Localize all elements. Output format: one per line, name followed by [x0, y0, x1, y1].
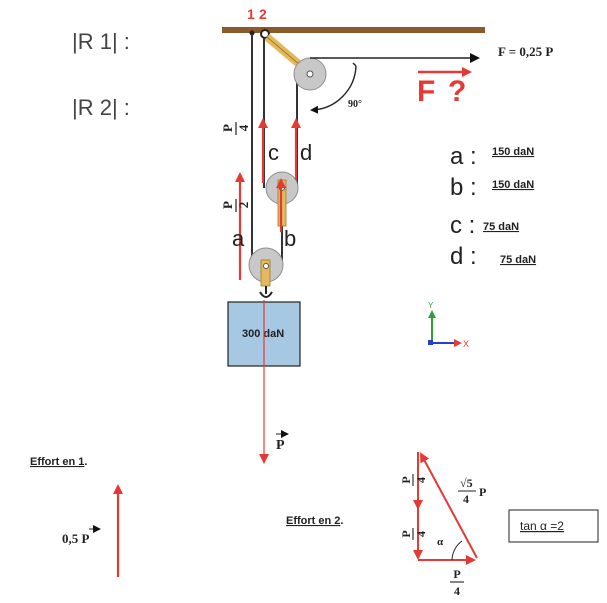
segment-letter-d: d :: [450, 243, 477, 270]
segment-letter-a: a :: [450, 143, 477, 170]
attach-label-2: 2: [259, 6, 267, 22]
top-pulley-axle: [306, 70, 314, 78]
axis-x-label: X: [463, 339, 469, 349]
svg-text:P: P: [220, 124, 235, 132]
axis-z-origin: [428, 340, 433, 345]
svg-text:P: P: [453, 567, 460, 581]
fraction-p-over-2: P 2: [220, 199, 251, 212]
angle-arc: [310, 65, 357, 114]
angle-label: 90°: [348, 99, 362, 110]
svg-text:4: 4: [414, 531, 428, 537]
segment-value-a: 150 daN: [492, 146, 534, 158]
effort1-title: Effort en 1.: [30, 456, 87, 468]
triangle-alpha-arc: [451, 540, 463, 561]
svg-text:√5: √5: [460, 476, 473, 490]
segment-letter-b: b :: [450, 174, 477, 201]
tan-box-text: tan α =2: [520, 519, 564, 533]
axes-triad: Y X: [428, 301, 469, 349]
rope-label-b: b: [284, 226, 296, 251]
fraction-p-over-4-upper: P 4: [220, 122, 251, 135]
reaction-r2-label: |R 2| :: [72, 95, 130, 120]
svg-text:4: 4: [236, 124, 251, 131]
triangle-fraction-bottom: P 4: [450, 567, 464, 598]
triangle-fraction-lower: P 4: [399, 528, 428, 540]
effort1-value: 0,5 P: [62, 531, 90, 546]
force-symbol: F: [417, 75, 435, 108]
segment-list: a : 150 daN b : 150 daN c : 75 daN d : 7…: [450, 143, 536, 270]
bottom-pulley-axle: [263, 263, 269, 269]
triangle-alpha-label: α: [437, 536, 444, 548]
segment-value-c: 75 daN: [483, 221, 519, 233]
segment-value-d: 75 daN: [500, 254, 536, 266]
svg-text:4: 4: [463, 492, 469, 506]
triangle-hypotenuse: [420, 452, 478, 559]
svg-text:4: 4: [414, 477, 428, 483]
force-value-label: F = 0,25 P: [498, 44, 553, 59]
svg-text:P: P: [479, 485, 486, 499]
rope-label-a: a: [232, 226, 245, 251]
reaction-r1-label: |R 1| :: [72, 29, 130, 54]
ceiling-beam: [222, 27, 485, 33]
weight-label: P: [276, 438, 285, 453]
load-label: 300 daN: [242, 328, 284, 340]
axis-y-label: Y: [428, 301, 434, 310]
tan-box: [508, 509, 599, 543]
attach-point-1: [249, 30, 255, 36]
hook: [259, 286, 273, 298]
force-triangle: α: [413, 452, 478, 565]
svg-text:P: P: [220, 201, 235, 209]
attach-label-1: 1: [247, 6, 255, 22]
segment-letter-c: c :: [450, 212, 475, 239]
force-question-mark: ?: [448, 75, 466, 108]
svg-text:2: 2: [236, 202, 251, 209]
angle-arc-start-tick: [352, 62, 357, 67]
rope-label-d: d: [300, 140, 312, 165]
triangle-fraction-upper: P 4: [399, 474, 428, 486]
triangle-fraction-hypotenuse: √5 4 P: [458, 476, 486, 506]
svg-text:4: 4: [454, 584, 460, 598]
rope-label-c: c: [268, 140, 279, 165]
svg-text:P: P: [399, 476, 413, 483]
svg-text:P: P: [399, 530, 413, 537]
effort2-title: Effort en 2.: [286, 515, 343, 527]
segment-value-b: 150 daN: [492, 179, 534, 191]
